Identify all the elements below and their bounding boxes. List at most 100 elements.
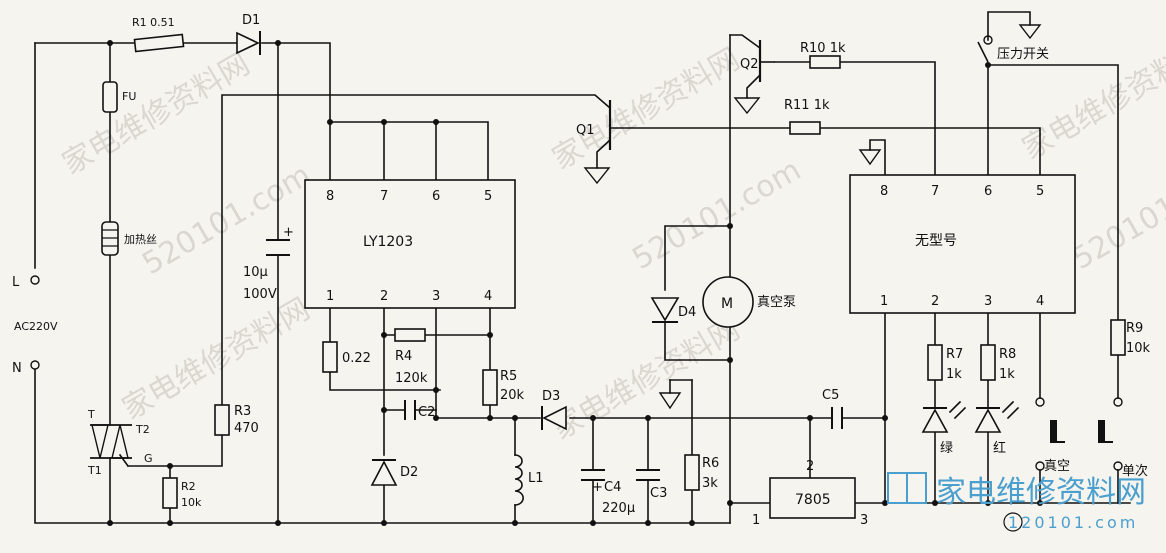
- resistor-r9: R9 10k: [1111, 320, 1151, 356]
- watermark-text-1: 家电维修资料网: [57, 47, 256, 182]
- regulator-pin-2: 2: [806, 459, 814, 474]
- switch-vacuum-label: 真空: [1044, 459, 1070, 474]
- ic1-name: LY1203: [363, 234, 413, 250]
- value-r2: 10k: [181, 496, 202, 509]
- ic2-pin-2: 2: [931, 294, 939, 309]
- label-c2: C2: [418, 405, 435, 420]
- terminal-l: [31, 276, 39, 284]
- ic2-pin-5: 5: [1036, 184, 1044, 199]
- diode-d1: D1: [237, 13, 260, 55]
- label-cap-10u: 10μ: [243, 265, 268, 280]
- site-logo: 家电维修资料网 120101.com: [888, 473, 1146, 532]
- label-d3: D3: [542, 389, 560, 404]
- label-q1: Q1: [576, 123, 595, 138]
- terminal-n: [31, 361, 39, 369]
- resistor-r1: R1 0.51: [132, 16, 183, 51]
- resistor-r3: R3 470: [215, 404, 259, 436]
- ic1-pin-6: 6: [432, 189, 440, 204]
- logo-url: 120101.com: [1008, 513, 1138, 532]
- ic-unmarked: 无型号 8 7 6 5 1 2 3 4: [850, 150, 1075, 313]
- regulator-pin-1: 1: [752, 513, 760, 528]
- value-r4: 120k: [395, 371, 428, 386]
- label-r2: R2: [181, 480, 196, 493]
- regulator-pin-3: 3: [860, 513, 868, 528]
- value-r8: 1k: [999, 367, 1015, 382]
- resistor-r4: R4 120k: [395, 329, 428, 386]
- resistor-r10: R10 1k: [800, 41, 846, 68]
- label-r1: R1 0.51: [132, 16, 175, 29]
- motor-label: 真空泵: [757, 295, 796, 310]
- transistor-q2: Q2: [735, 40, 775, 113]
- switch-pressure-label: 压力开关: [997, 47, 1049, 62]
- label-r8: R8: [999, 347, 1016, 362]
- switch-vacuum: 真空: [1036, 398, 1070, 474]
- label-d1: D1: [242, 13, 260, 28]
- resistor-022: 0.22: [323, 342, 371, 372]
- ic1-pin-2: 2: [380, 289, 388, 304]
- diode-d4: D4: [652, 298, 696, 322]
- capacitor-c3: C3: [636, 470, 667, 501]
- label-c4: C4: [604, 480, 621, 495]
- value-r9: 10k: [1126, 341, 1151, 356]
- label-triac-t: T: [87, 408, 95, 421]
- label-d2: D2: [400, 465, 418, 480]
- label-l1: L1: [528, 471, 544, 486]
- ic1-pin-5: 5: [484, 189, 492, 204]
- label-l: L: [12, 275, 20, 290]
- ic1-pin-7: 7: [380, 189, 388, 204]
- ic1-pin-4: 4: [484, 289, 492, 304]
- ic2-pin-6: 6: [984, 184, 992, 199]
- label-r10: R10 1k: [800, 41, 846, 56]
- motor-vacuum-pump: M 真空泵: [703, 277, 796, 327]
- capacitor-c5: C5: [822, 388, 842, 429]
- ic2-pin-3: 3: [984, 294, 992, 309]
- watermark-url-1: 520101.com: [137, 158, 317, 282]
- label-triac-t2: T2: [135, 423, 150, 436]
- led-red: 红: [976, 402, 1018, 456]
- ic2-name: 无型号: [915, 233, 957, 249]
- watermark-url-2: 520101.com: [627, 153, 807, 277]
- value-r5: 20k: [500, 388, 525, 403]
- label-ac220v: AC220V: [14, 320, 58, 333]
- diode-d2: D2: [372, 460, 418, 485]
- label-r6: R6: [702, 456, 719, 471]
- ic1-pin-1: 1: [326, 289, 334, 304]
- ic2-pin-8: 8: [880, 184, 888, 199]
- label-heater: 加热丝: [124, 233, 157, 246]
- label-q2: Q2: [740, 57, 759, 72]
- label-triac-t1: T1: [87, 464, 102, 477]
- label-r4: R4: [395, 349, 412, 364]
- value-r6: 3k: [702, 476, 718, 491]
- label-c4-plus: +: [592, 480, 603, 495]
- watermark-text-3: 家电维修资料网: [547, 42, 746, 177]
- capacitor-c4: + C4 220μ: [581, 470, 635, 516]
- ic1-pin-8: 8: [326, 189, 334, 204]
- led-red-label: 红: [993, 440, 1006, 456]
- resistor-r5: R5 20k: [483, 369, 525, 405]
- switch-single: 单次: [1098, 398, 1148, 479]
- regulator-7805: 7805 1 2 3: [752, 459, 868, 528]
- label-r3: R3: [234, 404, 251, 419]
- label-r7: R7: [946, 347, 963, 362]
- regulator-name: 7805: [795, 492, 831, 508]
- value-r7: 1k: [946, 367, 962, 382]
- label-cap-100v: 100V: [243, 287, 277, 302]
- inductor-l1: L1: [515, 455, 544, 505]
- resistor-r7: R7 1k: [928, 345, 963, 382]
- led-green: 绿: [923, 402, 965, 456]
- ic2-pin-4: 4: [1036, 294, 1044, 309]
- resistor-r2: R2 10k: [163, 478, 202, 509]
- label-c3: C3: [650, 486, 667, 501]
- label-r11: R11 1k: [784, 98, 830, 113]
- label-c5: C5: [822, 388, 839, 403]
- label-d4: D4: [678, 305, 696, 320]
- led-green-label: 绿: [940, 441, 953, 456]
- diode-d3: D3: [542, 389, 566, 430]
- label-r9: R9: [1126, 321, 1143, 336]
- ac-input: L N AC220V: [12, 275, 58, 376]
- ic1-pin-3: 3: [432, 289, 440, 304]
- label-r5: R5: [500, 369, 517, 384]
- watermark-text-4: 家电维修资料网: [547, 312, 746, 447]
- capacitor-electrolytic: + 10μ 100V: [243, 225, 294, 302]
